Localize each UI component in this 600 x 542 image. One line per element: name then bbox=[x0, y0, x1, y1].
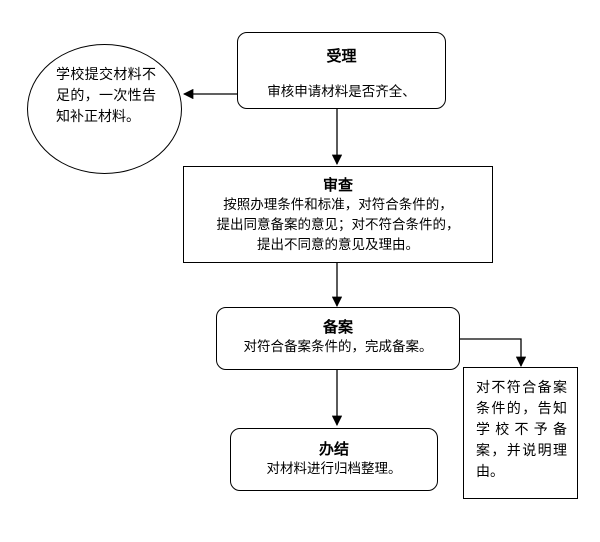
node-complete-title: 办结 bbox=[318, 440, 349, 458]
node-accept: 受理 审核申请材料是否齐全、 bbox=[237, 32, 446, 109]
arrow-filing-to-reject bbox=[460, 338, 527, 368]
node-reject-text: 对不符合备案条件的，告知学校不予备案，并说明理由。 bbox=[476, 380, 567, 480]
node-reject: 对不符合备案条件的，告知学校不予备案，并说明理由。 bbox=[463, 367, 578, 499]
node-filing-title: 备案 bbox=[322, 318, 353, 336]
node-review-line-3: 提出不同意的意见及理由。 bbox=[257, 237, 419, 253]
node-complete-text: 对材料进行归档整理。 bbox=[266, 461, 402, 477]
node-review-line-2: 提出同意备案的意见；对不符合条件的， bbox=[216, 217, 460, 233]
node-review-title: 审查 bbox=[322, 176, 353, 194]
node-filing-text: 对符合备案条件的，完成备案。 bbox=[243, 339, 433, 355]
node-complete: 办结 对材料进行归档整理。 bbox=[230, 428, 438, 491]
node-notify-text: 学校提交材料不足的，一次性告知补正材料。 bbox=[56, 67, 156, 125]
node-review-line-1: 按照办理条件和标准，对符合条件的， bbox=[223, 197, 453, 213]
node-accept-title: 受理 bbox=[326, 47, 357, 65]
node-notify-circle: 学校提交材料不足的，一次性告知补正材料。 bbox=[27, 44, 182, 174]
node-review: 审查 按照办理条件和标准，对符合条件的， 提出同意备案的意见；对不符合条件的， … bbox=[183, 166, 493, 263]
node-filing: 备案 对符合备案条件的，完成备案。 bbox=[216, 307, 460, 370]
node-accept-text: 审核申请材料是否齐全、 bbox=[267, 84, 416, 100]
